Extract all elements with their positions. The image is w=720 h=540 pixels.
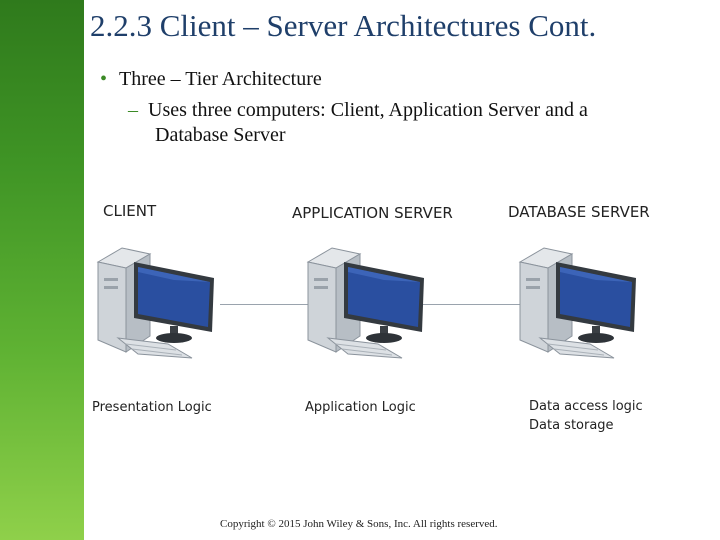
bullet-text: Three – Tier Architecture [119, 68, 322, 90]
sub-bullet-marker: – [128, 99, 138, 121]
tier-heading-client: CLIENT [103, 202, 157, 220]
database-server-computer-icon [518, 247, 636, 359]
caption-data-access-logic: Data access logic [529, 399, 643, 414]
sub-bullet: –Uses three computers: Client, Applicati… [128, 98, 588, 148]
client-computer-icon [96, 247, 214, 359]
caption-database-server: Data access logic Data storage [529, 397, 643, 435]
caption-presentation-logic: Presentation Logic [92, 400, 212, 415]
caption-client: Presentation Logic [92, 398, 212, 417]
caption-data-storage: Data storage [529, 418, 614, 433]
slide-title: 2.2.3 Client – Server Architectures Cont… [90, 8, 597, 43]
sub-bullet-line2: Database Server [155, 124, 286, 146]
caption-application-server: Application Logic [305, 398, 416, 417]
sub-bullet-line1: Uses three computers: Client, Applicatio… [148, 99, 588, 121]
bullet-item: • Three – Tier Architecture [100, 68, 322, 91]
caption-application-logic: Application Logic [305, 400, 416, 415]
bullet-marker: • [100, 68, 108, 90]
application-server-computer-icon [306, 247, 424, 359]
green-sidebar [0, 0, 84, 540]
tier-heading-database-server: DATABASE SERVER [508, 203, 650, 221]
tier-heading-application-server: APPLICATION SERVER [292, 204, 453, 222]
copyright-footer: Copyright © 2015 John Wiley & Sons, Inc.… [220, 518, 498, 530]
